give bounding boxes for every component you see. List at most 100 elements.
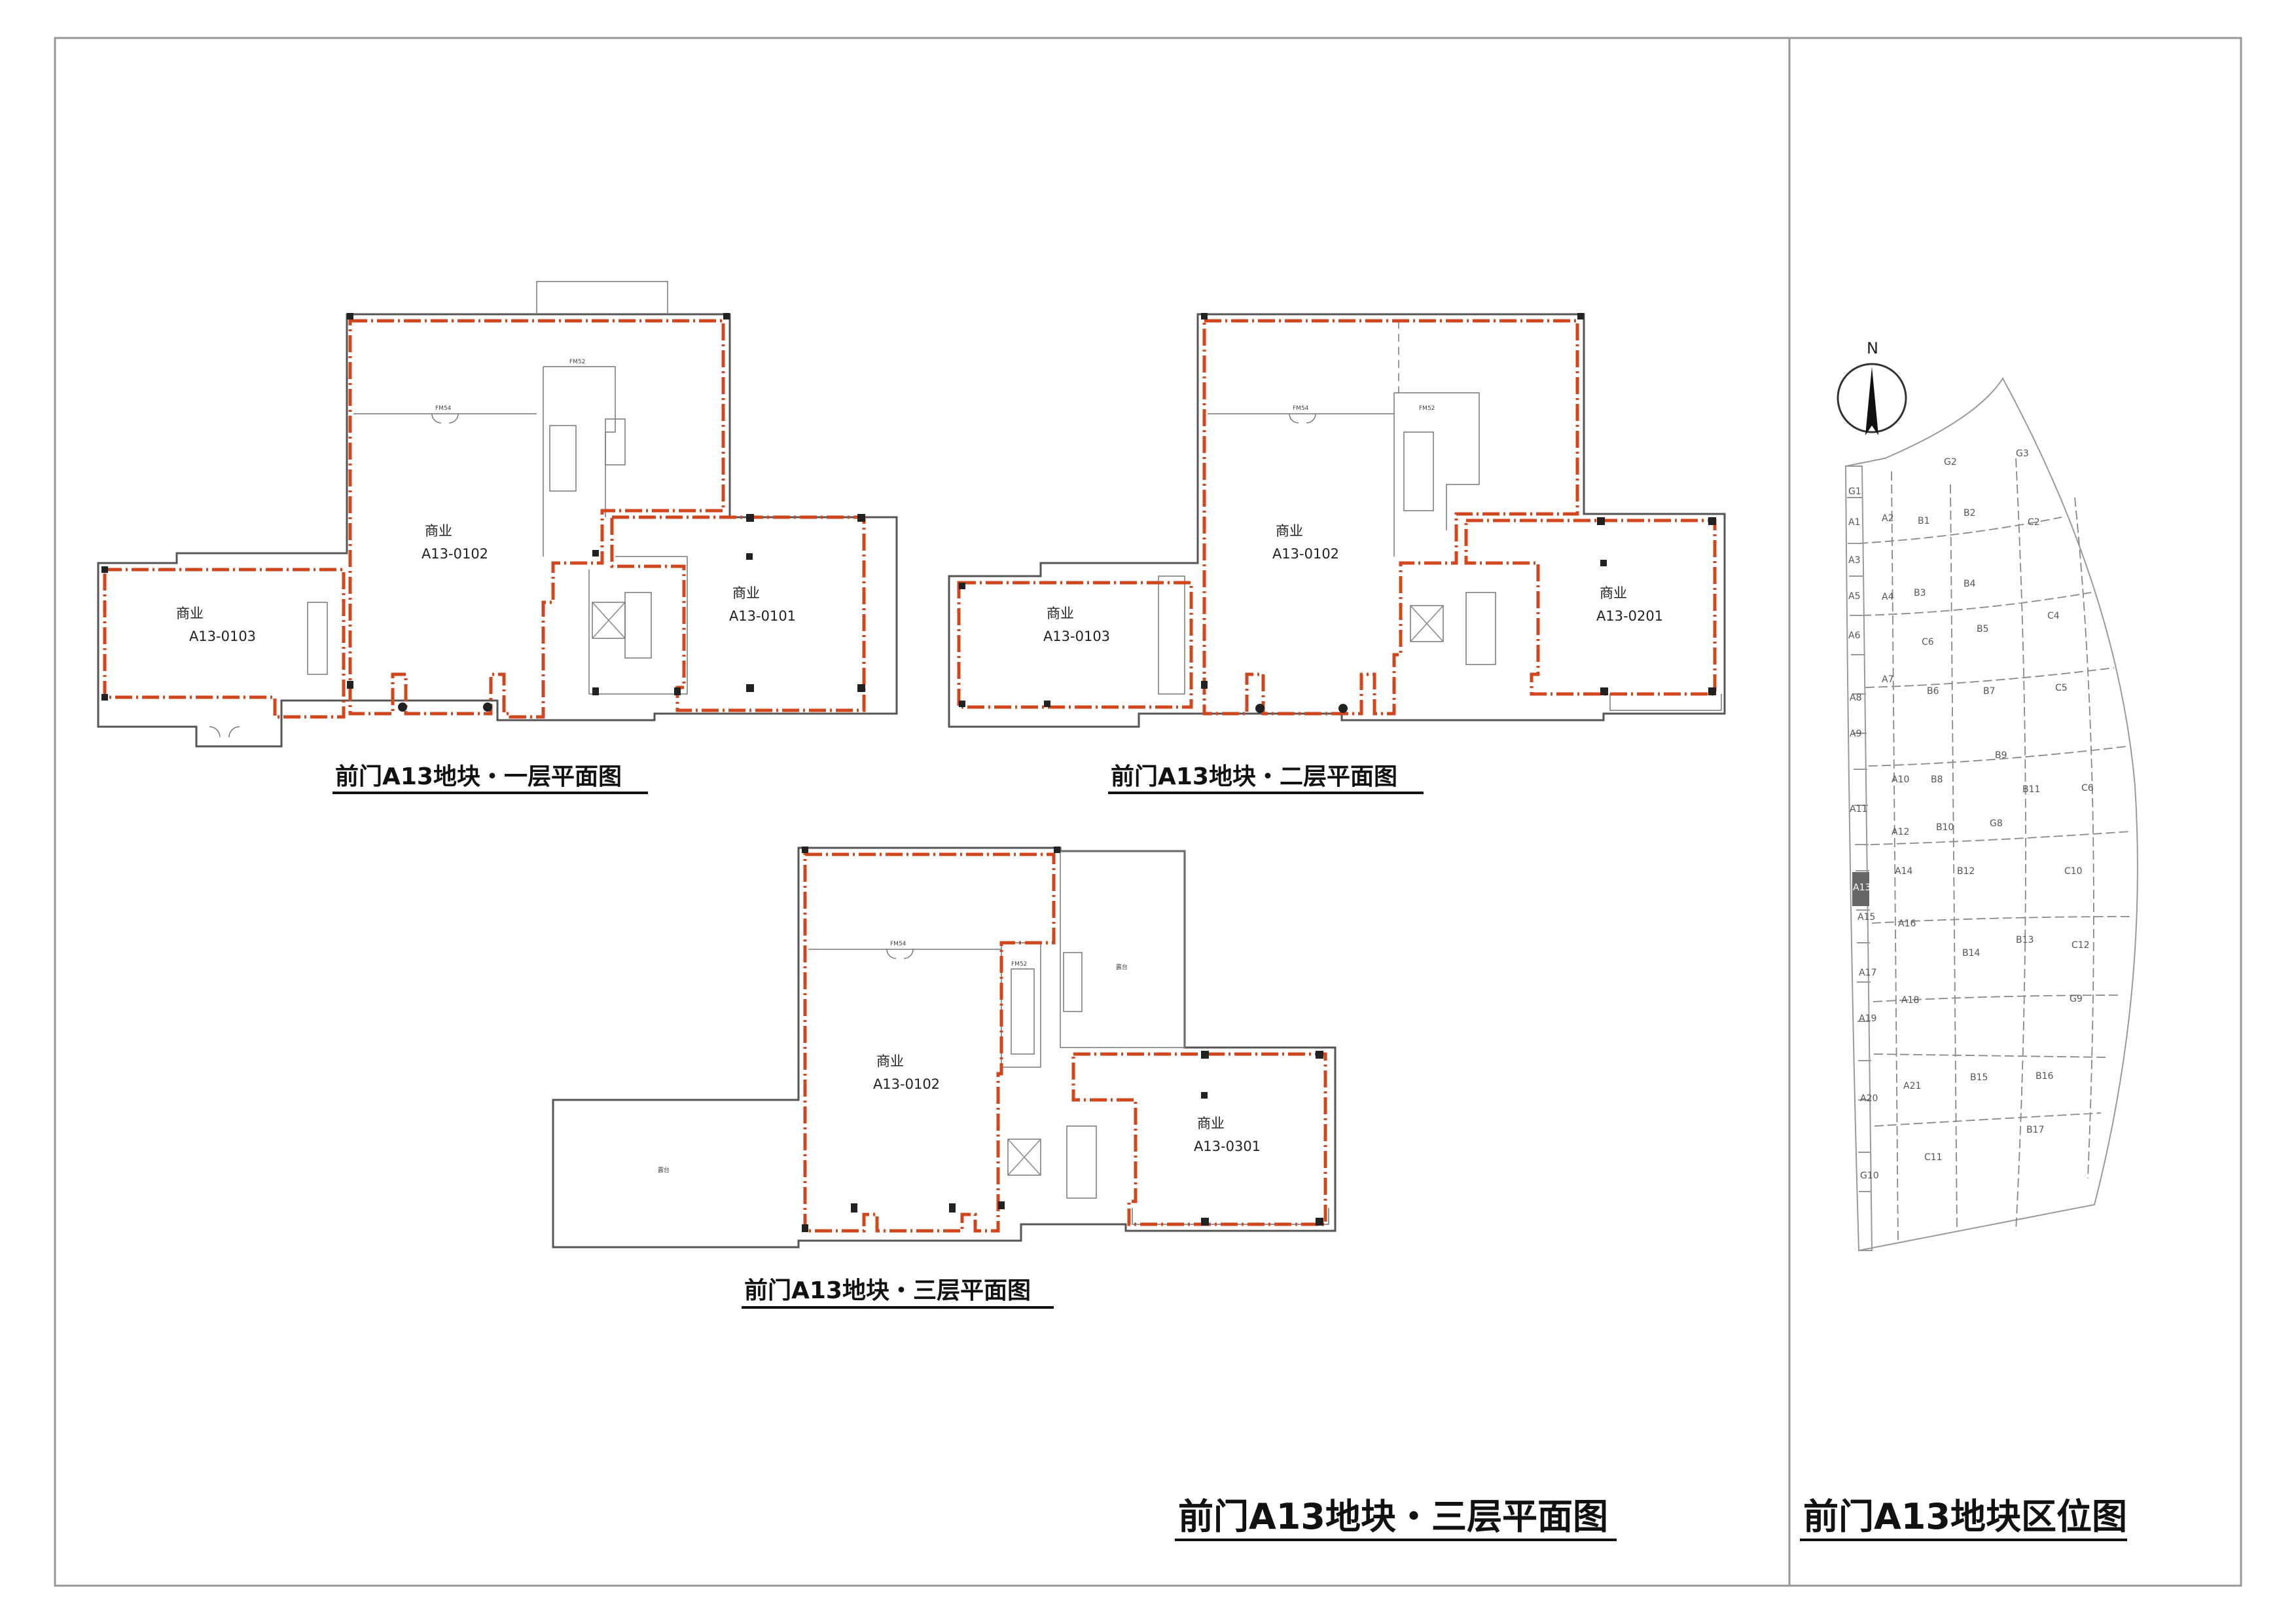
plot-label: B4 [1964, 579, 1976, 589]
plan3-terrace-left-label: 露台 [658, 1166, 670, 1174]
plan1-shaft-a [605, 418, 626, 465]
plot-label: C6 [1922, 637, 1934, 647]
plot-label: A8 [1850, 693, 1861, 703]
plot-label: C6 [2081, 783, 2094, 793]
plot-label: B16 [2036, 1071, 2054, 1082]
plot-label: A1 [1848, 517, 1860, 528]
plot-label: B8 [1931, 775, 1943, 785]
plan3-columns [802, 847, 1323, 1232]
plot-label: A19 [1859, 1013, 1876, 1024]
plot-labels: G1 G2 G3 A1 A2 B1 B2 C2 A3 A4 B3 B4 C4 A… [1848, 448, 2094, 1181]
plot-label: C5 [2055, 683, 2068, 693]
plan1-door [209, 726, 240, 738]
plot-label: G8 [1990, 818, 2003, 829]
plot-label: A5 [1848, 591, 1860, 602]
plot-label: G1 [1848, 486, 1861, 497]
column [746, 514, 754, 522]
plot-label: B2 [1964, 508, 1976, 519]
plan2-core [1393, 392, 1480, 556]
plot-highlight-a13 [1852, 872, 1869, 906]
plot-label: G9 [2070, 994, 2083, 1004]
plan3-stair-core [1066, 1125, 1097, 1199]
plan1-unit-0102-code: A13-0102 [422, 546, 488, 562]
column [101, 566, 108, 573]
plot-label: G3 [2016, 448, 2029, 459]
plan3-unit-0301-type: 商业 [1197, 1116, 1225, 1131]
plot-label: A14 [1895, 866, 1912, 877]
plan3-title: 前门A13地块・三层平面图 [744, 1277, 1031, 1304]
plot-label: A21 [1903, 1081, 1921, 1091]
site-outline [1844, 377, 2138, 1252]
column [959, 583, 965, 589]
column [1201, 1051, 1209, 1059]
plan1-stair-left [307, 602, 328, 675]
column [347, 313, 353, 319]
plot-label: A16 [1898, 919, 1916, 929]
plan3-boundary-0301 [1071, 1052, 1327, 1226]
plot-label: C10 [2064, 866, 2083, 877]
column [746, 553, 753, 560]
plot-label: B1 [1918, 516, 1930, 526]
column [1597, 517, 1605, 525]
column [101, 694, 108, 701]
column [723, 313, 730, 319]
column [998, 1201, 1005, 1209]
plot-label: B17 [2026, 1125, 2044, 1135]
plan1-boundary-0102 [348, 319, 725, 719]
plan2-unit-0102-code: A13-0102 [1272, 546, 1339, 562]
plan2-door [1289, 413, 1316, 424]
location-map-title: 前门A13地块区位图 [1803, 1496, 2127, 1537]
column [949, 1203, 956, 1213]
column [802, 1224, 808, 1232]
plan3-unit-0102-type: 商业 [876, 1053, 904, 1069]
plan2-stair-top [1403, 431, 1434, 511]
column [802, 847, 808, 853]
plan2-boundary-0103 [957, 581, 1193, 709]
plan1-unit-0101-code: A13-0101 [729, 608, 796, 624]
column-round [1255, 704, 1265, 713]
plan2-unit-0103-code: A13-0103 [1043, 629, 1110, 644]
plot-label: B7 [1983, 686, 1996, 697]
plan2-title: 前门A13地块・二层平面图 [1111, 763, 1397, 790]
plot-label: G10 [1860, 1171, 1879, 1181]
plan2-unit-0201-code: A13-0201 [1596, 608, 1663, 624]
plot-label: C2 [2028, 517, 2040, 528]
column [959, 701, 965, 707]
column [1316, 1051, 1323, 1059]
plan2-stair-left [1158, 575, 1185, 695]
plan3-terrace-right [1060, 850, 1185, 1048]
plot-label: C11 [1924, 1152, 1943, 1163]
plan3-door-tag-a: FM54 [890, 941, 906, 947]
sheet-frame [54, 37, 2242, 1587]
plot-label: A9 [1850, 729, 1861, 739]
plot-label: A6 [1848, 630, 1861, 641]
plot-label: B11 [2022, 784, 2040, 795]
plan2-boundary-0102 [1202, 319, 1579, 716]
plot-label: B14 [1962, 948, 1981, 958]
plan1-stair-core [624, 592, 652, 659]
plot-label: A10 [1892, 775, 1909, 785]
plan1-unit-0103-code: A13-0103 [189, 629, 256, 644]
road-network [1858, 458, 2131, 1245]
plan-floor-2: FM54 FM52 商业 A13-0103 商业 A13-0102 商业 A13… [948, 313, 1726, 794]
plot-label: B6 [1927, 686, 1939, 697]
column [1708, 517, 1716, 525]
plan1-columns [101, 313, 865, 712]
plan1-title: 前门A13地块・一层平面图 [335, 763, 622, 790]
column [347, 681, 353, 689]
plot-label: A12 [1892, 827, 1909, 837]
plan1-door-tag-b: FM52 [569, 359, 585, 365]
plot-label: A13 [1853, 883, 1871, 893]
column [857, 684, 865, 692]
plan3-balcony [1132, 1208, 1329, 1225]
column [746, 684, 754, 692]
plot-label: A3 [1848, 555, 1860, 566]
column [1600, 560, 1607, 566]
plan3-door [886, 949, 914, 959]
plan2-columns [959, 313, 1716, 713]
plan1-stair-top [549, 425, 577, 492]
plot-label: A20 [1860, 1093, 1878, 1104]
plan2-elevator [1410, 605, 1444, 642]
plan1-top-bay [536, 281, 668, 314]
plan1-walls [97, 313, 898, 748]
